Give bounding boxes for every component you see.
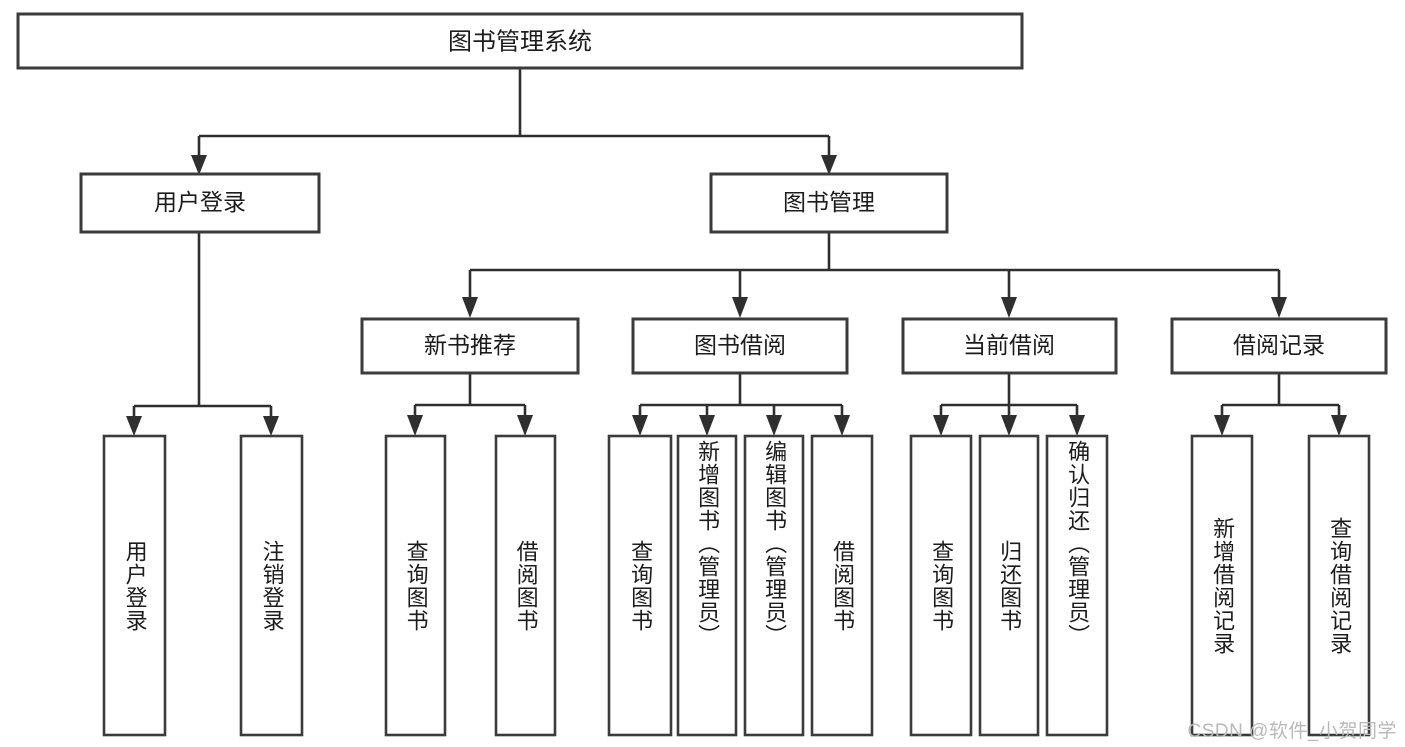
arrow-head-newbook-leaf-2: [517, 415, 533, 436]
leaf-box-borrow-record-1[interactable]: [1190, 434, 1254, 737]
connector-group-current-borrow: [933, 373, 1085, 436]
leaf-box-user-login-1[interactable]: [102, 434, 167, 737]
node-book-borrow[interactable]: 图书借阅: [631, 317, 849, 375]
arrow-head-bookborrow-leaf-2: [699, 415, 715, 436]
node-label-book-borrow: 图书借阅: [694, 332, 786, 358]
leaf-box-book-borrow-4[interactable]: [810, 434, 874, 737]
arrow-head-bookborrow-leaf-4: [834, 415, 850, 436]
node-box-user-login[interactable]: [79, 172, 321, 234]
node-label-root: 图书管理系统: [448, 28, 592, 55]
node-label-borrow-record: 借阅记录: [1233, 332, 1325, 358]
node-box-current-borrow[interactable]: [901, 317, 1118, 375]
arrow-head-new-book-rec: [462, 297, 478, 318]
leaf-box-user-login-2[interactable]: [239, 434, 304, 737]
node-box-root[interactable]: [16, 12, 1024, 70]
arrow-head-user-login-leaf: [126, 416, 142, 436]
node-box-book-borrow[interactable]: [631, 317, 849, 375]
node-new-book-recommend[interactable]: 新书推荐: [360, 317, 580, 375]
node-label-new-book-recommend: 新书推荐: [424, 332, 516, 358]
leaf-box-current-borrow-3[interactable]: [1045, 434, 1109, 737]
leaf-box-current-borrow-2[interactable]: [978, 434, 1040, 737]
leaf-box-book-borrow-2[interactable]: [676, 434, 738, 737]
arrow-head-currentborrow-leaf-1: [933, 415, 949, 436]
arrow-head-logout-leaf: [263, 416, 279, 436]
arrow-head-book-mgmt: [821, 155, 837, 175]
node-user-login[interactable]: 用户登录: [79, 172, 321, 234]
leaf-box-book-borrow-1[interactable]: [607, 434, 673, 737]
arrow-head-user-login: [191, 155, 207, 175]
node-root-system[interactable]: 图书管理系统: [16, 12, 1024, 70]
node-box-book-management[interactable]: [709, 172, 949, 234]
arrow-head-bookborrow-leaf-1: [632, 415, 648, 436]
arrow-head-newbook-leaf-1: [407, 415, 423, 436]
node-current-borrow[interactable]: 当前借阅: [901, 317, 1118, 375]
node-book-management[interactable]: 图书管理: [709, 172, 949, 234]
leaf-box-new-book-2[interactable]: [494, 434, 557, 737]
node-label-user-login: 用户登录: [154, 189, 246, 215]
connector-group-borrow-record: [1214, 373, 1347, 436]
watermark-text: CSDN @软件_小贺同学: [1187, 721, 1397, 742]
arrow-head-book-borrow: [732, 297, 748, 318]
arrow-head-borrowrecord-leaf-1: [1214, 415, 1230, 436]
connector-group-new-book-rec: [407, 373, 533, 436]
connector-group-book-borrow: [632, 373, 850, 436]
connector-group-user-login: [126, 232, 279, 436]
node-borrow-record[interactable]: 借阅记录: [1170, 317, 1388, 375]
node-label-book-management: 图书管理: [783, 189, 875, 215]
arrow-head-borrow-record: [1271, 297, 1287, 318]
connector-group-root: [191, 68, 837, 175]
leaf-box-current-borrow-1[interactable]: [909, 434, 973, 737]
leaf-box-borrow-record-2[interactable]: [1307, 434, 1371, 737]
arrow-head-currentborrow-leaf-3: [1069, 415, 1085, 436]
leaf-box-book-borrow-3[interactable]: [743, 434, 805, 737]
arrow-head-current-borrow: [1001, 297, 1017, 318]
arrow-head-borrowrecord-leaf-2: [1331, 415, 1347, 436]
node-label-current-borrow: 当前借阅: [963, 332, 1055, 358]
node-box-borrow-record[interactable]: [1170, 317, 1388, 375]
arrow-head-bookborrow-leaf-3: [766, 415, 782, 436]
arrow-head-currentborrow-leaf-2: [1001, 415, 1017, 436]
leaf-box-new-book-1[interactable]: [384, 434, 447, 737]
node-box-new-book-recommend[interactable]: [360, 317, 580, 375]
connector-group-book-mgmt: [462, 232, 1287, 318]
